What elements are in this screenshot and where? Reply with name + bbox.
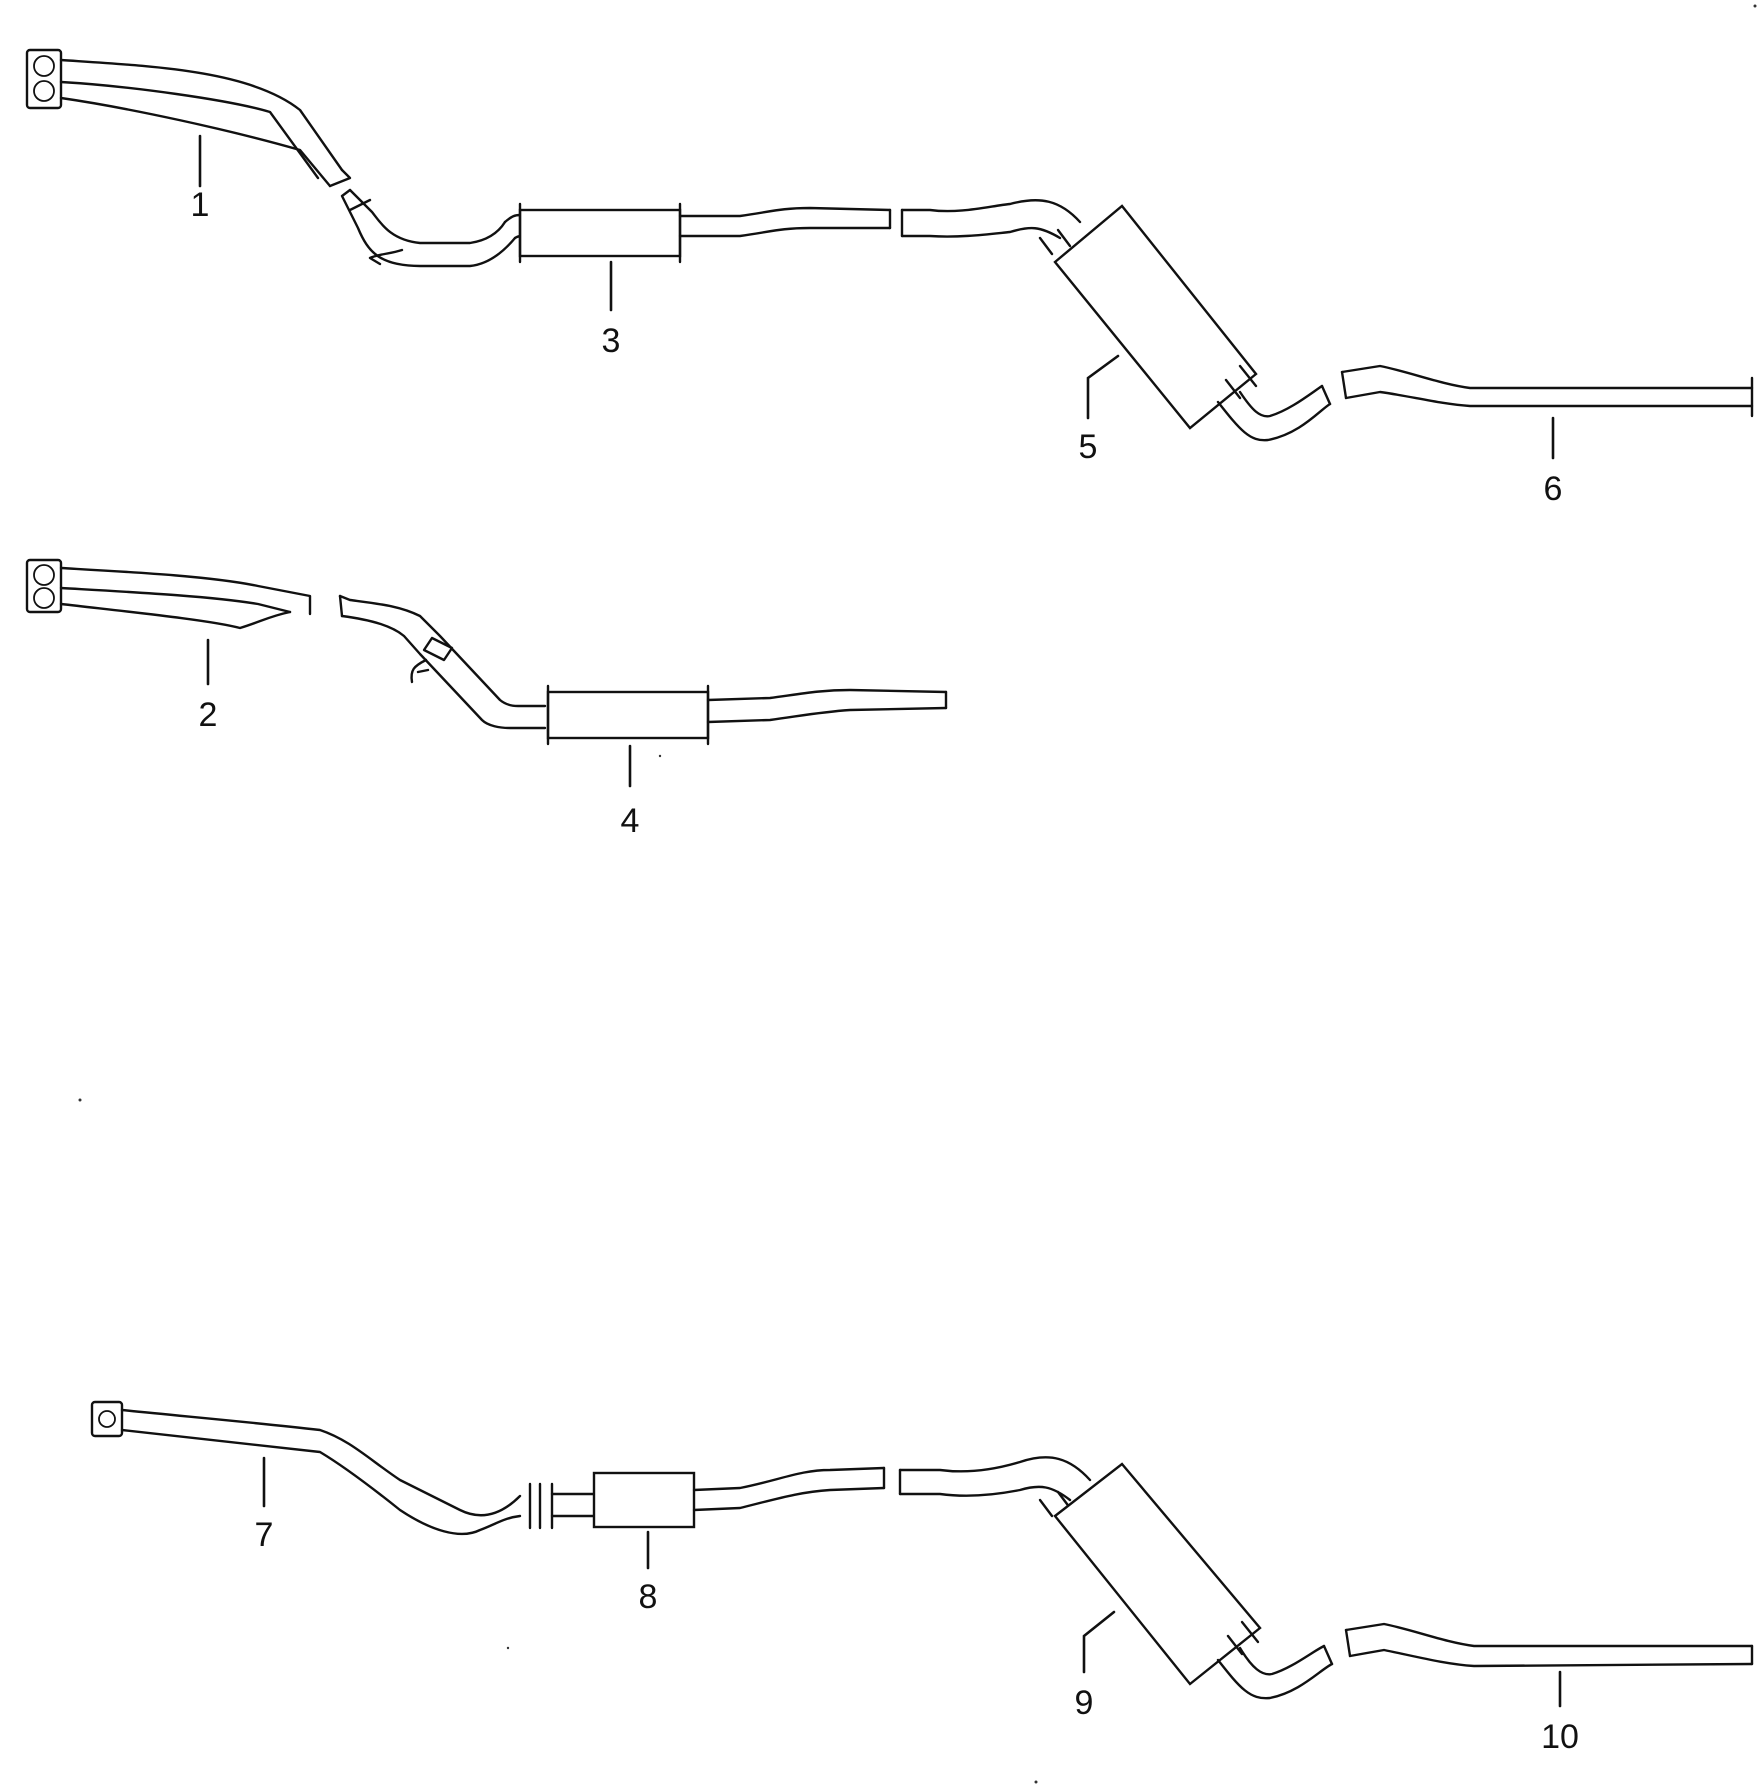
- part-4-middle-muffler-pipe: [338, 594, 948, 746]
- callout-10: 10: [1541, 1718, 1579, 1756]
- part-6-tail-pipe: [1340, 364, 1754, 418]
- leader-9: [1082, 1610, 1116, 1674]
- callout-3: 3: [602, 322, 621, 360]
- callout-7: 7: [255, 1516, 274, 1554]
- speck: [658, 754, 662, 758]
- part-7-front-pipe-single: [90, 1400, 542, 1536]
- part-5-rear-muffler: [900, 199, 1332, 442]
- leader-5: [1086, 354, 1120, 420]
- callout-5: 5: [1079, 428, 1098, 466]
- speck: [78, 1098, 82, 1102]
- speck: [1753, 4, 1757, 8]
- callout-1: 1: [191, 186, 210, 224]
- part-2-front-pipe-twin-short: [25, 558, 312, 630]
- callout-9: 9: [1075, 1684, 1094, 1722]
- speck: [1034, 1780, 1038, 1784]
- part-10-tail-pipe: [1344, 1622, 1754, 1668]
- callout-8: 8: [639, 1578, 658, 1616]
- callout-2: 2: [199, 696, 218, 734]
- callout-6: 6: [1544, 470, 1563, 508]
- part-8-middle-muffler-pipe: [550, 1466, 886, 1530]
- speck: [506, 1646, 510, 1650]
- part-3-middle-muffler-pipe: [340, 188, 892, 268]
- part-9-rear-muffler: [898, 1456, 1334, 1700]
- callout-4: 4: [621, 802, 640, 840]
- part-1-front-pipe-twin: [25, 48, 352, 188]
